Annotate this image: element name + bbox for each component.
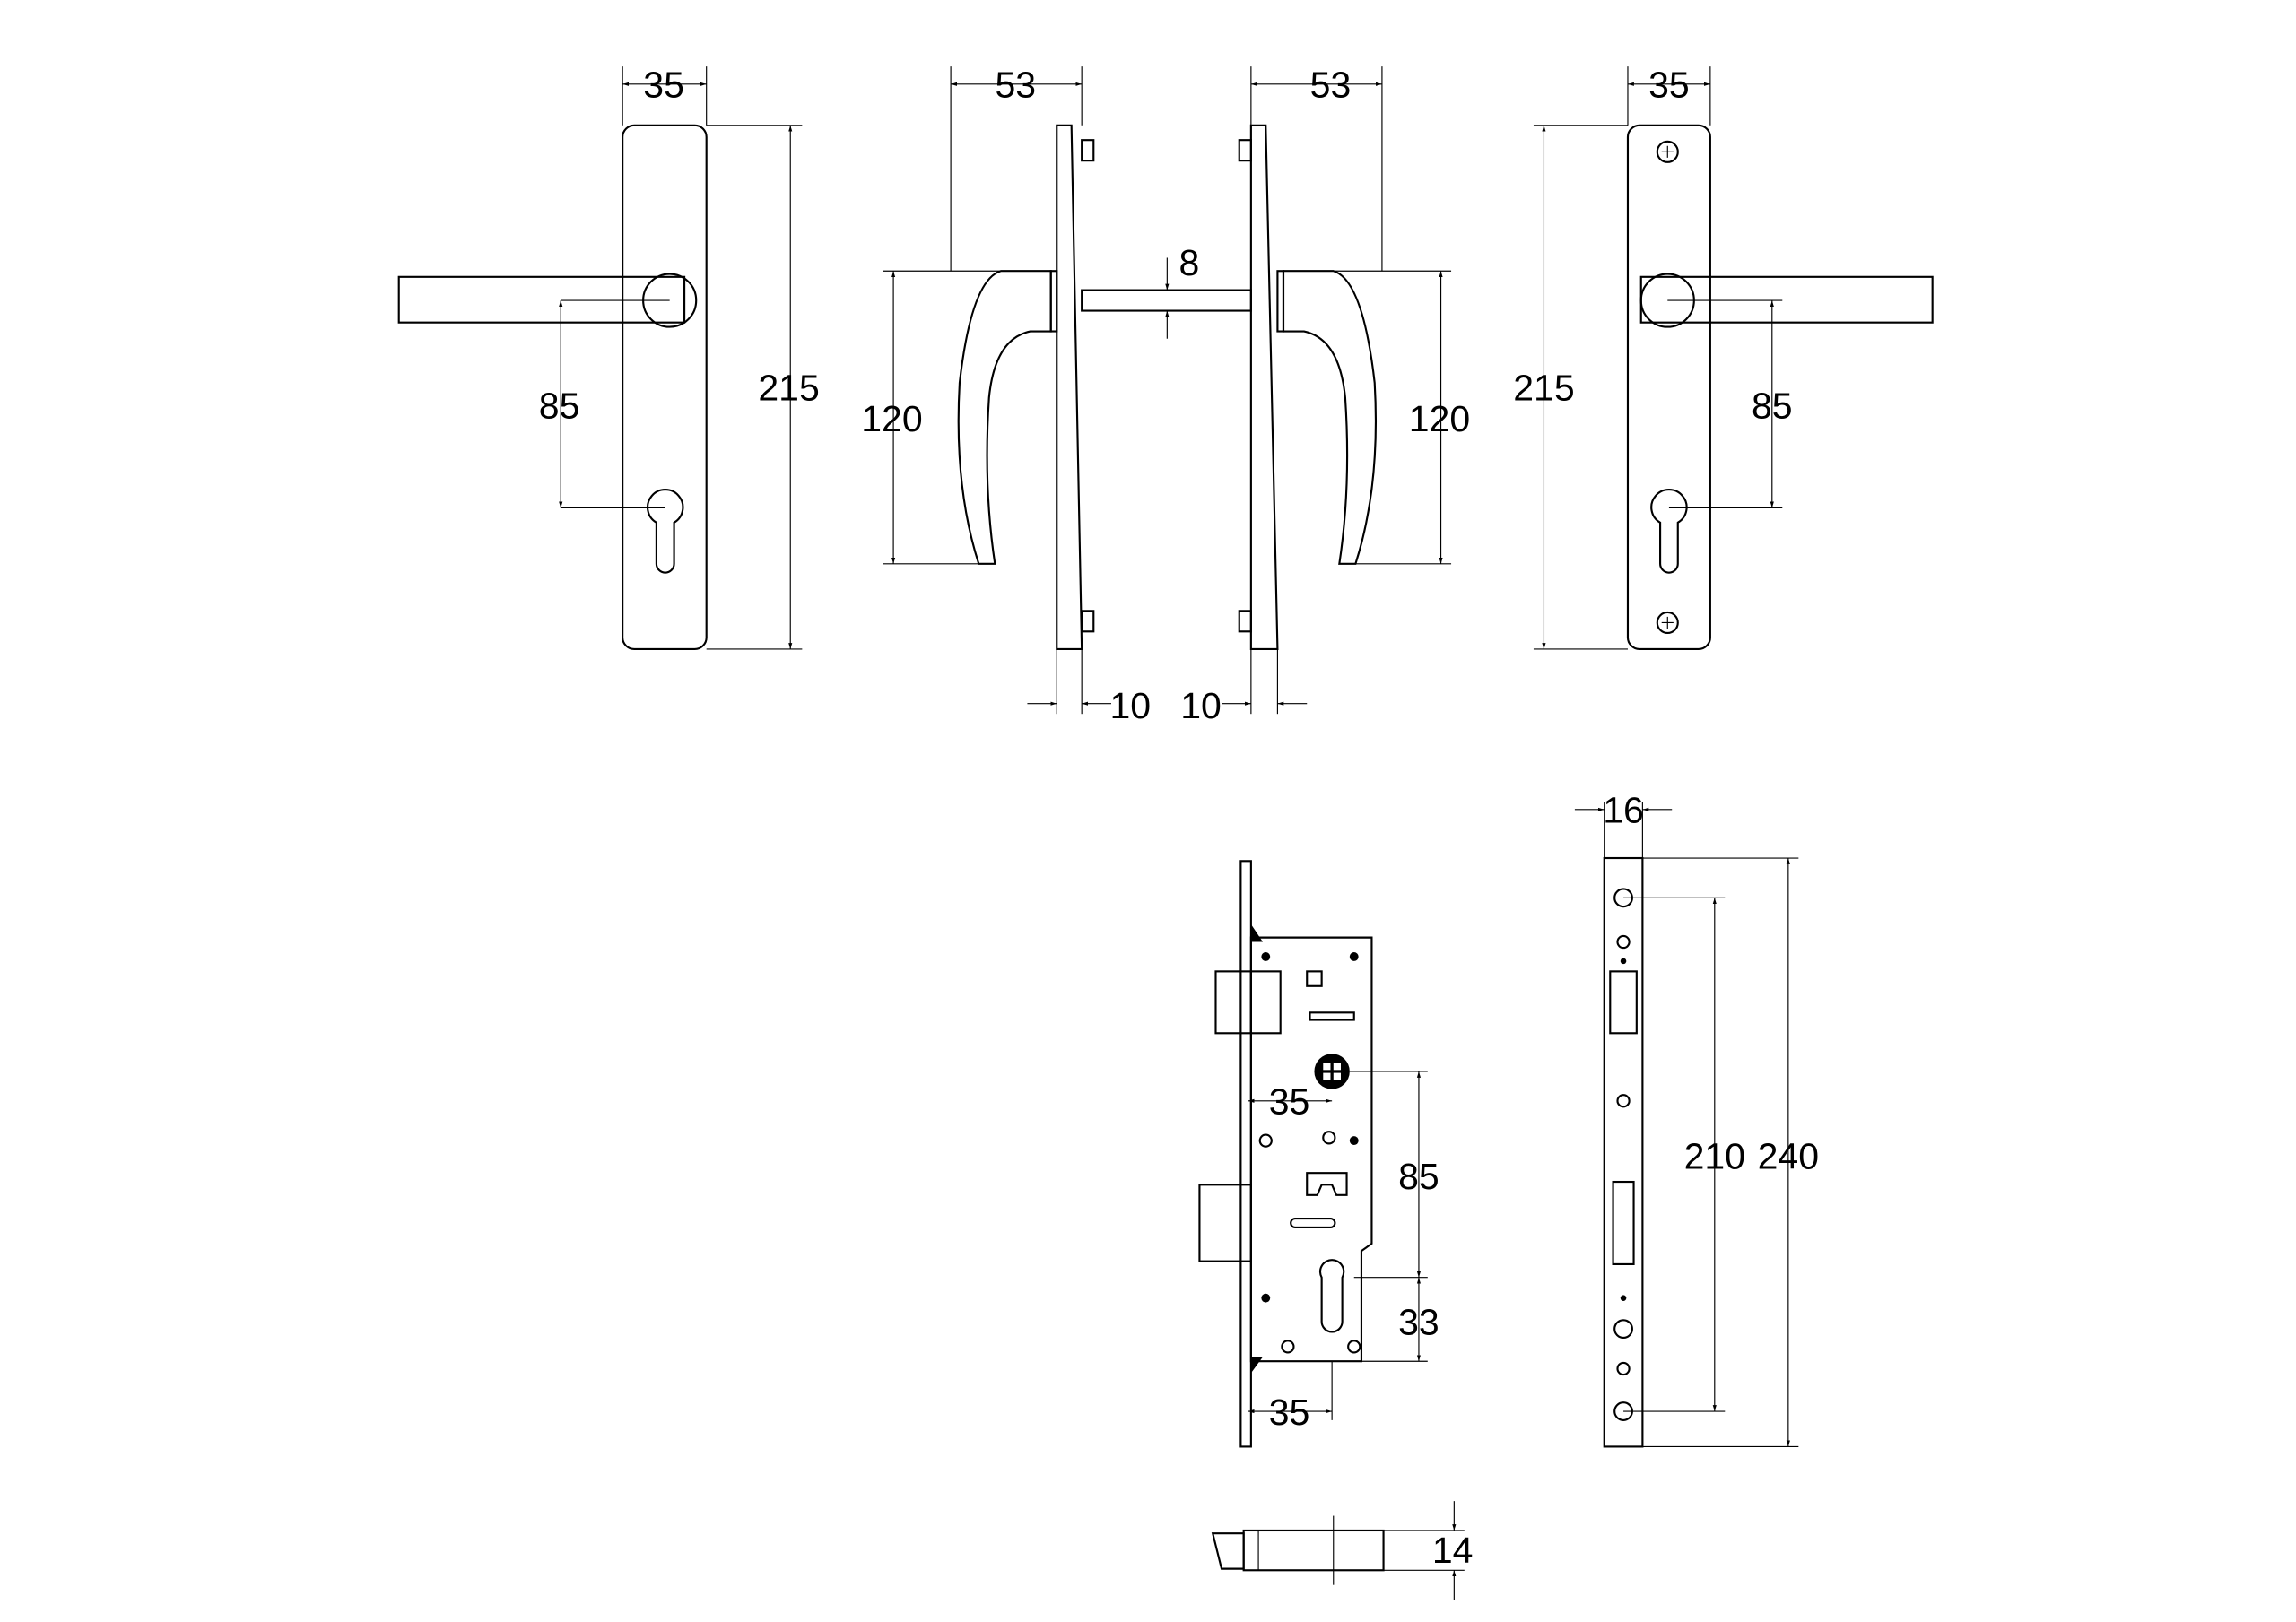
screw-icon (1656, 140, 1679, 163)
dim-backset-bottom: 35 (1269, 1392, 1310, 1433)
dim-plate-height: 215 (758, 368, 819, 409)
bolt-section-view: 14 (1211, 1501, 1474, 1600)
dim-projection-left: 53 (995, 65, 1036, 106)
dim-handle-to-cylinder: 85 (1752, 385, 1793, 426)
dim-spindle: 8 (1179, 242, 1200, 283)
dim-handle-height-left: 120 (861, 398, 922, 439)
screw-icon (1656, 611, 1679, 635)
latch-bolt (1214, 970, 1252, 1035)
follower-icon (1314, 1054, 1350, 1089)
right-plate (1249, 124, 1279, 651)
dim-cylinder-to-bottom: 33 (1398, 1302, 1439, 1343)
dim-plate-thickness-right: 10 (1180, 685, 1222, 726)
dim-projection-right: 53 (1310, 65, 1352, 106)
dim-plate-height: 215 (1513, 368, 1574, 409)
side-view: 53 53 8 120 120 10 10 (861, 65, 1470, 727)
dim-plate-width: 35 (643, 65, 684, 106)
dim-plate-width: 35 (1648, 65, 1690, 106)
cylinder-hole (1318, 1259, 1345, 1333)
faceplate-front-view: 16 210 240 (1574, 790, 1819, 1448)
right-handle-front-view: 35 215 85 (1513, 65, 1934, 651)
dim-screw-distance: 210 (1684, 1135, 1745, 1176)
latch-opening (1609, 970, 1638, 1035)
lock-body: 35 85 33 35 (1198, 860, 1439, 1448)
dim-faceplate-width: 16 (1603, 790, 1644, 831)
left-handle-profile (957, 270, 1052, 565)
left-plate (1056, 124, 1083, 651)
dim-plate-thickness-left: 10 (1109, 685, 1151, 726)
lever (1639, 275, 1934, 324)
dim-bolt-thickness: 14 (1432, 1530, 1474, 1571)
dim-center-distance: 85 (1398, 1156, 1439, 1197)
dim-faceplate-length: 240 (1758, 1135, 1819, 1176)
left-handle-front-view: 35 215 85 (397, 65, 820, 651)
deadbolt (1198, 1184, 1252, 1262)
dim-handle-to-cylinder: 85 (539, 385, 580, 426)
right-handle-profile (1282, 270, 1378, 565)
keyhole (1650, 489, 1688, 574)
dim-handle-height-right: 120 (1409, 398, 1470, 439)
spindle (1081, 289, 1252, 312)
faceplate (1239, 860, 1252, 1448)
bolt-opening (1612, 1180, 1635, 1266)
lever (397, 275, 686, 324)
backplate (622, 124, 708, 651)
dim-backset-top: 35 (1269, 1081, 1310, 1123)
keyhole (647, 489, 684, 574)
backplate (1626, 124, 1711, 651)
